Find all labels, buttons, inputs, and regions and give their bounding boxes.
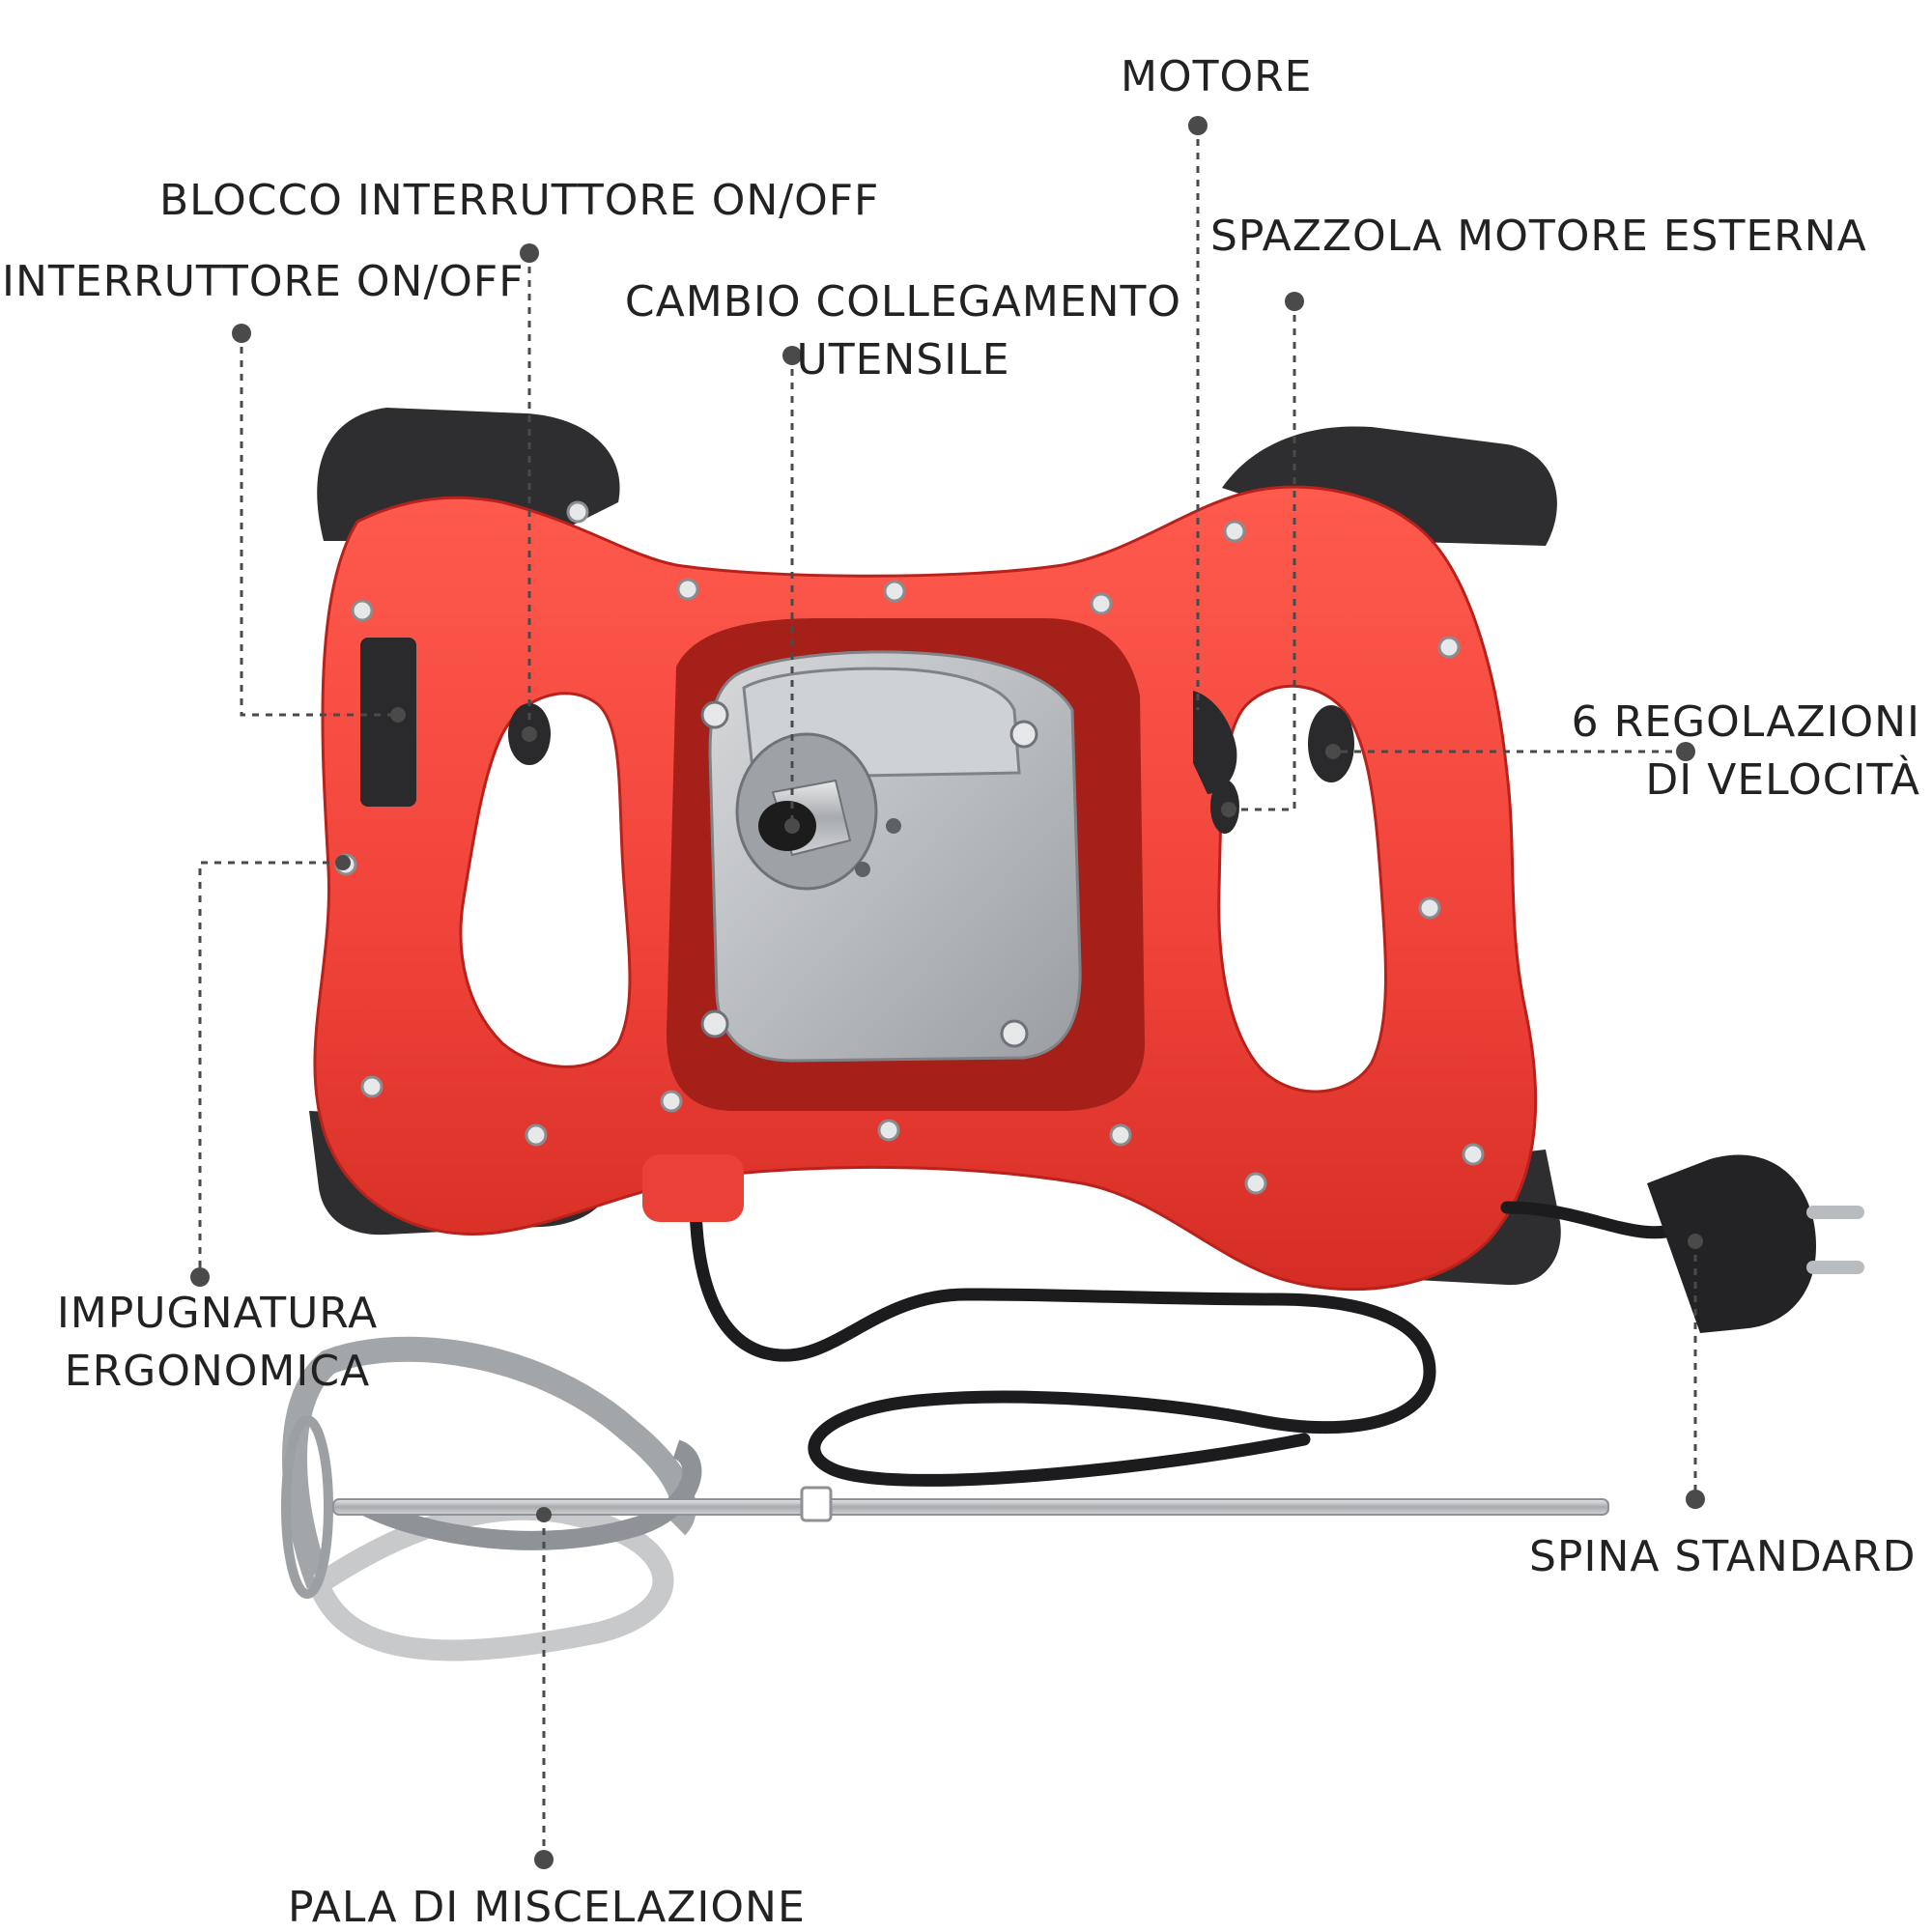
right-handle-hole bbox=[1217, 684, 1387, 1094]
label-spina-standard: SPINA STANDARD bbox=[1529, 1532, 1917, 1581]
motor-brush-cap bbox=[1193, 691, 1237, 794]
label-pala-miscelazione: PALA DI MISCELAZIONE bbox=[288, 1883, 806, 1932]
gearbox bbox=[667, 618, 1145, 1111]
label-cambio-collegamento: CAMBIO COLLEGAMENTO UTENSILE bbox=[618, 273, 1188, 389]
label-spazzola-motore: SPAZZOLA MOTORE ESTERNA bbox=[1210, 212, 1867, 261]
left-handle-hole bbox=[459, 692, 632, 1068]
label-cambio-line2: UTENSILE bbox=[796, 335, 1010, 384]
label-impugnatura-line2: ERGONOMICA bbox=[64, 1347, 371, 1396]
label-regolazioni-velocita: 6 REGOLAZIONI DI VELOCITÀ bbox=[1526, 694, 1920, 810]
leader-lines bbox=[198, 126, 1697, 1860]
leader-dots bbox=[190, 116, 1705, 1869]
label-velocita-line2: DI VELOCITÀ bbox=[1645, 755, 1920, 805]
cable-strain-relief bbox=[642, 1154, 744, 1222]
label-motore: MOTORE bbox=[1121, 52, 1313, 101]
label-blocco-interruttore: BLOCCO INTERRUTTORE ON/OFF bbox=[159, 176, 880, 225]
standard-plug bbox=[1647, 1154, 1864, 1333]
speed-dial bbox=[1308, 705, 1354, 782]
grip-top-right bbox=[1222, 426, 1557, 546]
label-impugnatura-line1: IMPUGNATURA bbox=[56, 1289, 379, 1338]
label-impugnatura-ergonomica: IMPUGNATURA ERGONOMICA bbox=[24, 1285, 411, 1401]
label-velocita-line1: 6 REGOLAZIONI bbox=[1571, 697, 1920, 747]
mixing-paddle bbox=[281, 1336, 1609, 1662]
label-interruttore: INTERRUTTORE ON/OFF bbox=[2, 257, 525, 306]
label-cambio-line1: CAMBIO COLLEGAMENTO bbox=[624, 277, 1182, 327]
on-off-switch bbox=[360, 638, 416, 807]
